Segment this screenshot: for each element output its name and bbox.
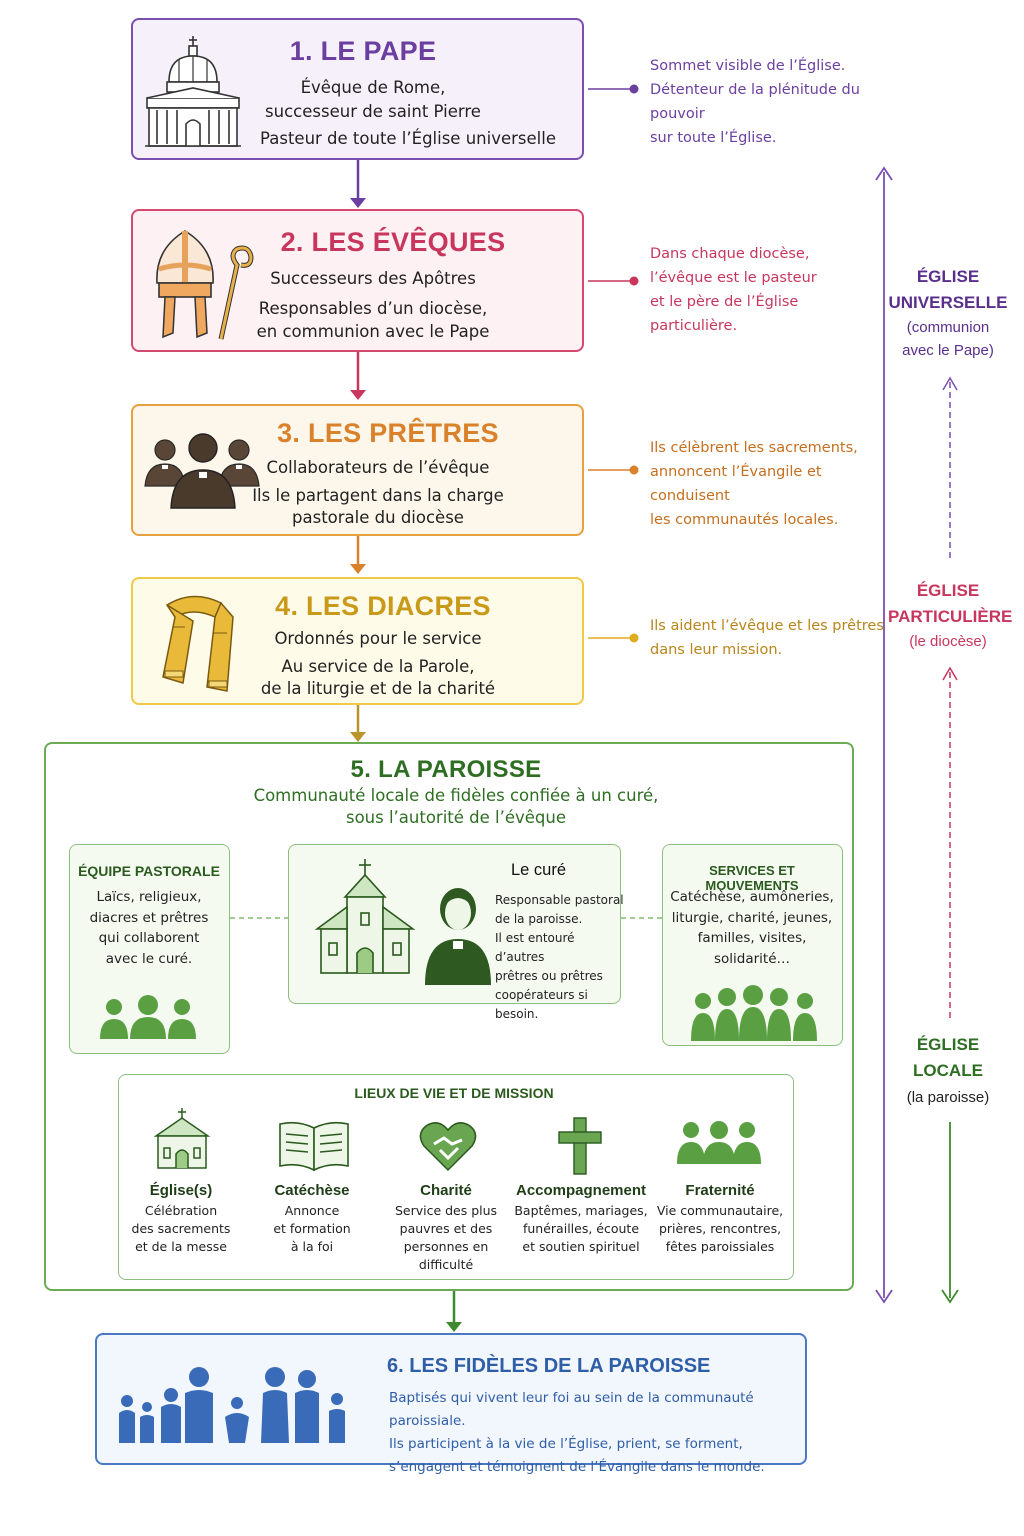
pretres-line2: Ils le partagent dans la charge xyxy=(252,486,504,505)
cure-title: Le curé xyxy=(511,861,567,879)
crowd-icon xyxy=(691,985,817,1041)
pretres-line3: pastorale du diocèse xyxy=(292,508,464,527)
fideles-box: 6. LES FIDÈLES DE LA PAROISSE Baptisés q… xyxy=(95,1333,807,1475)
pape-line3: Pasteur de toute l’Église universelle xyxy=(260,129,556,148)
lieu-fraternite: Fraternité Vie communautaire, prières, r… xyxy=(656,1182,784,1254)
priests-icon xyxy=(144,433,260,509)
diacres-box: 4. LES DIACRES Ordonnés pour le service … xyxy=(131,577,584,705)
pretres-title: 3. LES PRÊTRES xyxy=(277,418,499,448)
pretres-note: Ils célèbrent les sacrements, annoncent … xyxy=(650,440,858,528)
cure-box: Le curé Responsable pastoral de la paroi… xyxy=(288,844,624,1021)
fideles-title: 6. LES FIDÈLES DE LA PAROISSE xyxy=(387,1355,711,1377)
church-icon xyxy=(314,859,416,974)
lieux-title: LIEUX DE VIE ET DE MISSION xyxy=(354,1085,554,1101)
diacres-line2: Au service de la Parole, xyxy=(281,657,475,676)
church-small-icon xyxy=(153,1108,211,1169)
cross-icon xyxy=(558,1117,602,1175)
basilica-icon xyxy=(145,36,241,147)
services-box: SERVICES ET MOUVEMENTS Catéchèse, aumône… xyxy=(662,844,843,1046)
diacres-line1: Ordonnés pour le service xyxy=(274,629,482,648)
diacres-title: 4. LES DIACRES xyxy=(275,591,491,621)
eveques-line3: en communion avec le Pape xyxy=(256,322,490,341)
equipe-text: Laïcs, religieux, diacres et prêtres qui… xyxy=(89,889,209,967)
lieu-catechese: Catéchèse Annonce et formation à la foi xyxy=(273,1182,351,1254)
lieu-charite: Charité Service des plus pauvres et des … xyxy=(394,1182,498,1272)
eveques-line2: Responsables d’un diocèse, xyxy=(258,299,488,318)
equipe-pastorale-box: ÉQUIPE PASTORALE Laïcs, religieux, diacr… xyxy=(69,844,230,1054)
stole-icon xyxy=(162,595,234,692)
eveques-note: Dans chaque diocèse, l’évêque est le pas… xyxy=(650,246,817,334)
mitre-crozier-icon xyxy=(156,230,254,340)
paroisse-subtitle1: Communauté locale de fidèles confiée à u… xyxy=(253,786,659,805)
services-title: SERVICES ET MOUVEMENTS xyxy=(705,863,799,893)
lieux-box: LIEUX DE VIE ET DE MISSION xyxy=(118,1074,794,1280)
lieu-eglises: Église(s) Célébration des sacrements et … xyxy=(131,1182,231,1254)
paroisse-subtitle2: sous l’autorité de l’évêque xyxy=(345,808,567,827)
pretres-line1: Collaborateurs de l’évêque xyxy=(266,458,490,477)
family-icon xyxy=(119,1367,345,1443)
side-universelle: ÉGLISE UNIVERSELLE (communion avec le Pa… xyxy=(888,267,1008,359)
heart-handshake-icon xyxy=(419,1122,477,1172)
pape-line2: successeur de saint Pierre xyxy=(265,102,481,121)
equipe-title: ÉQUIPE PASTORALE xyxy=(78,863,220,879)
lieu-accompagnement: Accompagnement Baptêmes, mariages, funér… xyxy=(514,1182,648,1254)
pape-title: 1. LE PAPE xyxy=(289,36,437,66)
cure-text: Responsable pastoral de la paroisse. Il … xyxy=(495,893,624,1021)
side-locale: ÉGLISE LOCALE (la paroisse) xyxy=(906,1035,990,1106)
services-text: Catéchèse, aumôneries, liturgie, charité… xyxy=(670,889,834,967)
eveques-line1: Successeurs des Apôtres xyxy=(270,269,476,288)
pape-box: 1. LE PAPE Évêque de Rome, successeur de… xyxy=(131,18,584,160)
pape-note: Sommet visible de l’Église. Détenteur de… xyxy=(650,58,860,146)
eveques-title: 2. LES ÉVÊQUES xyxy=(280,227,506,257)
book-icon xyxy=(279,1121,349,1172)
cure-icon xyxy=(425,888,491,985)
eveques-box: 2. LES ÉVÊQUES Successeurs des Apôtres R… xyxy=(131,209,584,352)
side-particuliere: ÉGLISE PARTICULIÈRE (le diocèse) xyxy=(888,581,1013,650)
group-icon xyxy=(677,1121,761,1164)
pretres-box: 3. LES PRÊTRES Collaborateurs de l’évêqu… xyxy=(131,404,584,536)
paroisse-title: 5. LA PAROISSE xyxy=(350,756,542,783)
pape-line1: Évêque de Rome, xyxy=(300,78,446,97)
diacres-line3: de la liturgie et de la charité xyxy=(260,679,496,698)
fideles-text: Baptisés qui vivent leur foi au sein de … xyxy=(389,1390,765,1475)
team-icon xyxy=(100,995,196,1039)
diacres-note: Ils aident l’évêque et les prêtres dans … xyxy=(650,618,884,658)
